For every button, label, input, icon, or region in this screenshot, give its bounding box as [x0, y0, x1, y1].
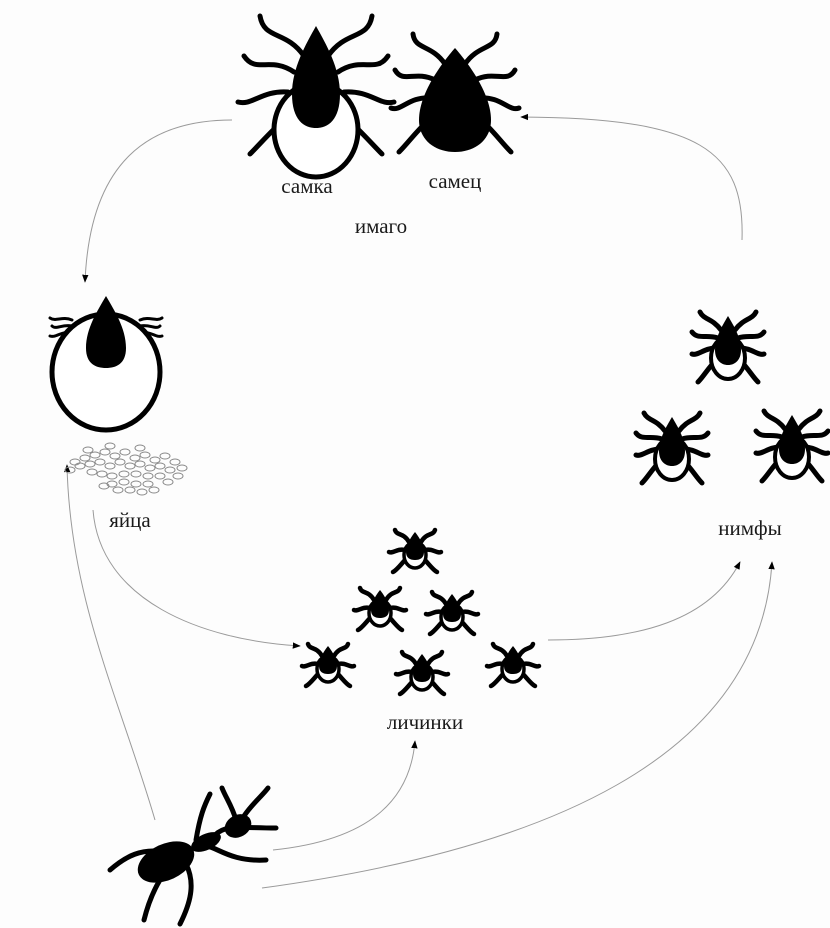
label-nymphs: нимфы	[718, 516, 781, 540]
label-female: самка	[281, 174, 333, 198]
arrow-host-to-nymphs	[262, 562, 772, 888]
label-larvae: личинки	[387, 710, 463, 734]
tick-male-icon	[391, 34, 519, 152]
label-adult: имаго	[355, 214, 407, 238]
egg-cluster-icon	[65, 443, 187, 495]
egg-laying-tick-icon	[50, 296, 162, 430]
tick-female-icon	[238, 16, 394, 177]
arrow-adult-to-eggs	[85, 120, 232, 282]
ant-host-icon	[110, 788, 276, 924]
arrow-host-to-larvae	[273, 741, 415, 850]
cycle-arrows	[67, 117, 772, 888]
label-male: самец	[429, 169, 482, 193]
arrow-larvae-to-nymphs	[548, 562, 740, 640]
larva-tick-icon	[302, 530, 539, 694]
nymph-tick-icon	[636, 312, 828, 483]
arrow-nymphs-to-adult	[521, 117, 742, 240]
label-eggs: яйца	[109, 508, 151, 532]
